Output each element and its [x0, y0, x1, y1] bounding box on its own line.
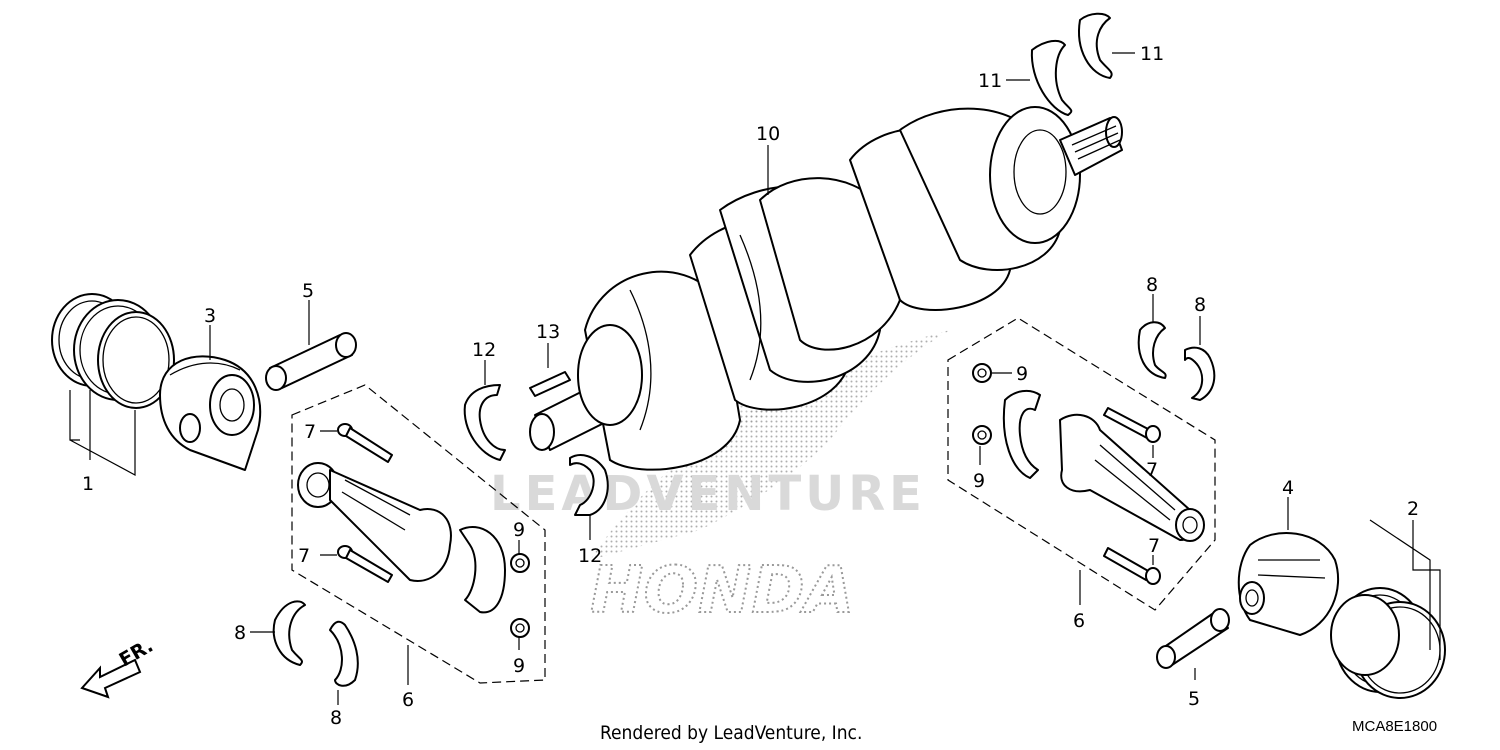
callout-7-left-lower: 7	[298, 545, 310, 567]
conrod-nut-right-lower	[972, 425, 992, 445]
piston-left	[159, 355, 262, 471]
callout-9-left-lower: 9	[513, 655, 525, 677]
callout-6-right: 6	[1073, 610, 1085, 632]
callout-8-left-b: 8	[330, 707, 342, 729]
front-direction-arrow: FR.	[80, 635, 157, 699]
callout-2: 2	[1407, 498, 1419, 520]
callout-12-upper: 12	[472, 339, 496, 361]
callout-10: 10	[756, 123, 780, 145]
callout-11-b: 11	[1140, 43, 1164, 65]
callout-8-right-b: 8	[1194, 294, 1206, 316]
conrod-cap-right	[1002, 389, 1041, 479]
conrod-bearing-left-a	[272, 600, 306, 666]
callout-4: 4	[1282, 477, 1294, 499]
conrod-bolt-left-lower	[337, 545, 393, 583]
conrod-nut-left-upper	[510, 553, 530, 573]
callout-7-right-lower: 7	[1148, 535, 1160, 557]
callout-3: 3	[204, 305, 216, 327]
conrod-cap-left	[459, 525, 506, 614]
callout-6-left: 6	[402, 689, 414, 711]
callouts: 1 2 3 4 5 5 6 6 7 7 7 7 8 8 8 8 9 9 9 9 …	[82, 43, 1419, 729]
conrod-bearing-right-b	[1184, 346, 1216, 401]
conrod-nut-left-lower	[510, 618, 530, 638]
woodruff-key	[529, 371, 571, 397]
main-bearing-upper	[463, 384, 506, 461]
conrod-bearing-left-b	[329, 620, 359, 687]
callout-8-right-a: 8	[1146, 274, 1158, 296]
callout-5-left: 5	[302, 280, 314, 302]
callout-1: 1	[82, 473, 94, 495]
main-bearing-lower	[569, 454, 609, 516]
callout-7-right-upper: 7	[1146, 459, 1158, 481]
conrod-bearing-right-a	[1137, 321, 1167, 379]
callout-9-right-lower: 9	[973, 470, 985, 492]
leader-lines	[69, 52, 1441, 705]
thrust-washer-a	[1030, 39, 1073, 116]
callout-9-left-upper: 9	[513, 519, 525, 541]
callout-7-left-upper: 7	[304, 421, 316, 443]
conrod-bolt-left-upper	[337, 423, 393, 463]
callout-5-right: 5	[1188, 688, 1200, 710]
piston-right	[1237, 532, 1340, 636]
connecting-rod-left	[297, 462, 452, 582]
conrod-group-box-right	[947, 317, 1216, 611]
crankshaft	[529, 106, 1123, 471]
connecting-rod-right	[1059, 413, 1205, 542]
callout-12-lower: 12	[578, 545, 602, 567]
piston-ring-set-left	[51, 293, 175, 409]
diagram-code: MCA8E1800	[1352, 718, 1437, 735]
callout-9-right-upper: 9	[1016, 363, 1028, 385]
vendor-watermark: LEADVENTURE	[490, 466, 926, 522]
piston-ring-set-right	[1330, 587, 1446, 699]
honda-watermark: HONDA	[590, 554, 854, 628]
conrod-bolt-right-upper	[1103, 407, 1161, 443]
piston-pin-right	[1156, 608, 1230, 669]
conrod-group-box-left	[291, 384, 546, 684]
conrod-bolt-right-lower	[1103, 547, 1161, 585]
callout-11-a: 11	[978, 70, 1002, 92]
callout-13: 13	[536, 321, 560, 343]
footer-credit: Rendered by LeadVenture, Inc.	[600, 722, 862, 744]
conrod-nut-right-upper	[972, 363, 992, 383]
piston-pin-left	[265, 332, 357, 391]
thrust-washer-b	[1078, 12, 1113, 79]
callout-8-left-a: 8	[234, 622, 246, 644]
